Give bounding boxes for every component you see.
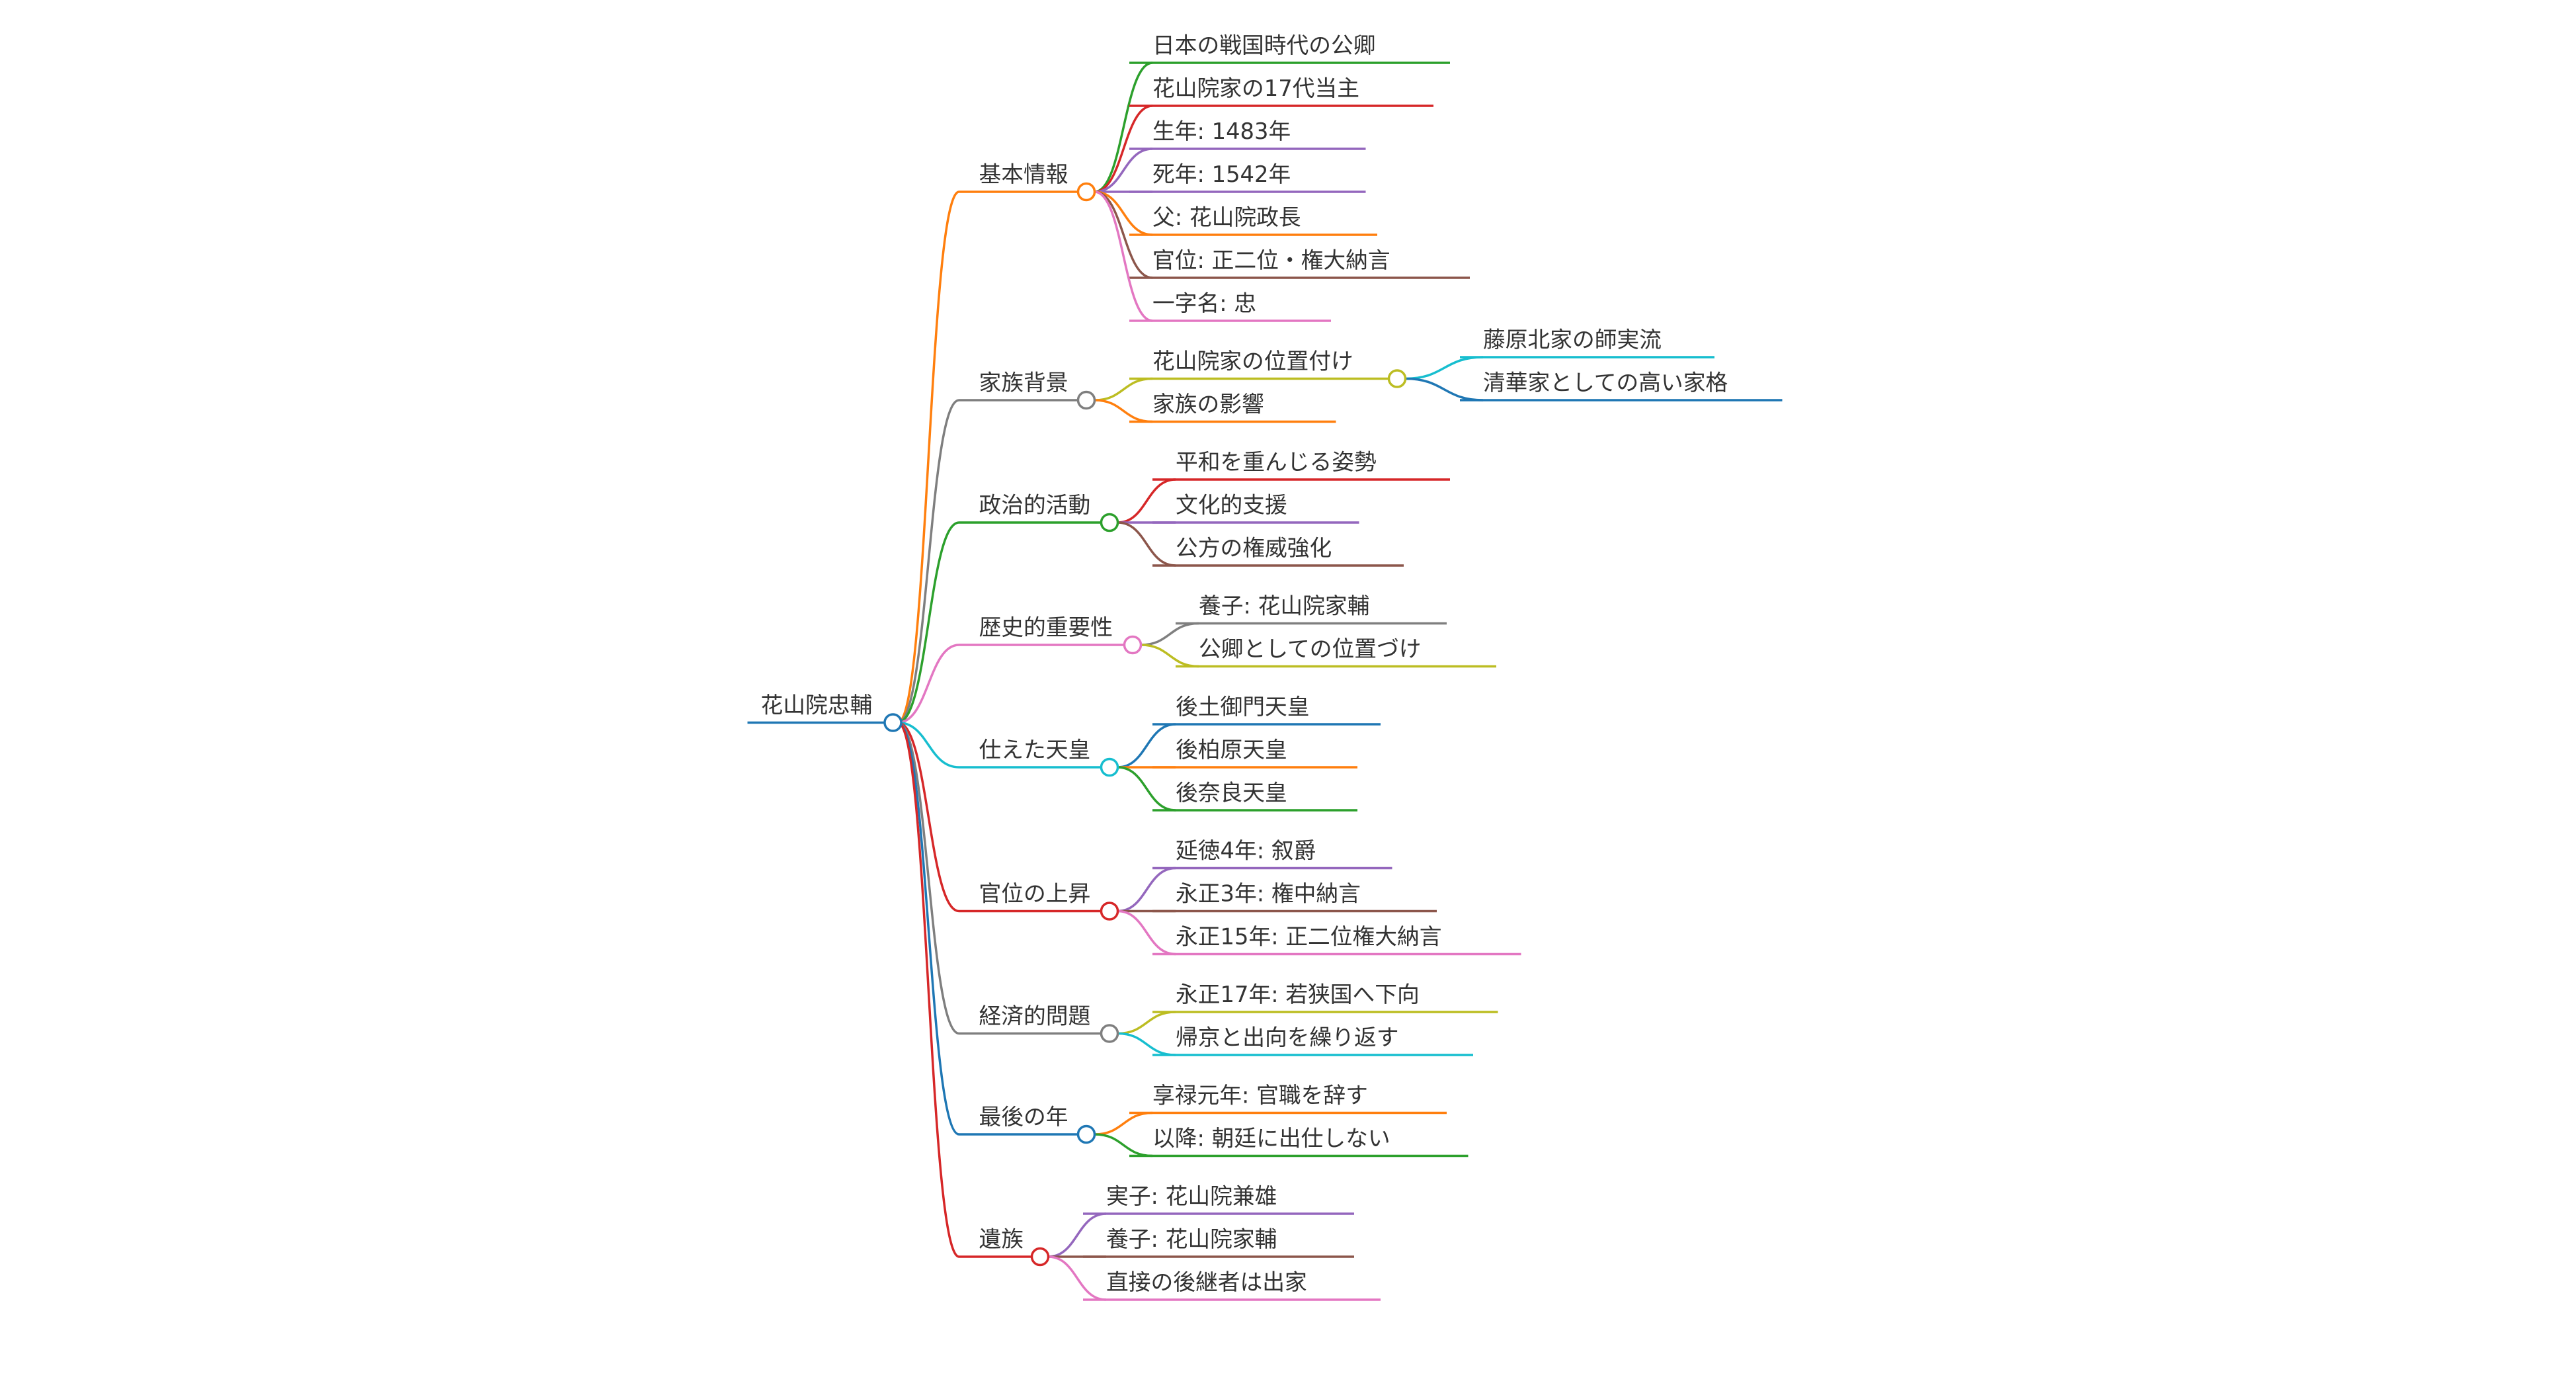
branch-label[interactable]: 官位の上昇 — [979, 881, 1091, 907]
leaf-connector — [1117, 1032, 1176, 1056]
leaf-connector — [1094, 399, 1153, 423]
leaf-connector — [1117, 478, 1176, 524]
leaf-label[interactable]: 直接の後継者は出家 — [1106, 1269, 1307, 1295]
branch-label[interactable]: 歴史的重要性 — [979, 614, 1113, 640]
branch-label[interactable]: 経済的問題 — [979, 1003, 1091, 1029]
leaf-label[interactable]: 以降: 朝廷に出仕しない — [1152, 1126, 1390, 1152]
leaf-connector — [1048, 1255, 1107, 1301]
leaf-connector — [1094, 190, 1153, 322]
leaf-label[interactable]: 享禄元年: 官職を辞す — [1152, 1083, 1368, 1109]
leaf-label[interactable]: 永正3年: 権中納言 — [1176, 881, 1361, 907]
leaf-connector — [1048, 1212, 1107, 1258]
leaf-label[interactable]: 公方の権威強化 — [1176, 535, 1332, 561]
root-node-circle[interactable] — [883, 713, 903, 732]
leaf-label[interactable]: 後柏原天皇 — [1176, 737, 1287, 763]
leaf-label[interactable]: 永正17年: 若狭国へ下向 — [1176, 982, 1420, 1007]
branch-connector — [897, 721, 960, 1258]
leaf-connector — [1117, 909, 1176, 956]
leaf-label[interactable]: 延徳4年: 叙爵 — [1176, 838, 1316, 864]
leaf-label[interactable]: 公卿としての位置づけ — [1199, 636, 1422, 662]
branch-node-circle[interactable] — [1076, 390, 1096, 410]
branch-node-circle[interactable] — [1100, 757, 1119, 777]
branch-connector — [897, 399, 960, 724]
leaf-node-circle[interactable] — [1387, 369, 1407, 388]
leaf-connector — [1117, 1011, 1176, 1035]
leaf-label[interactable]: 一字名: 忠 — [1152, 290, 1256, 316]
branch-connector — [897, 721, 960, 1136]
branch-label[interactable]: 基本情報 — [979, 161, 1068, 187]
branch-node-circle[interactable] — [1100, 902, 1119, 921]
leaf-connector — [1117, 521, 1176, 567]
branch-label[interactable]: 政治的活動 — [979, 492, 1091, 518]
leaf-connector — [1094, 190, 1153, 236]
subleaf-connector — [1405, 356, 1484, 380]
branch-label[interactable]: 仕えた天皇 — [979, 737, 1091, 763]
leaf-connector — [1117, 766, 1176, 812]
leaf-label[interactable]: 日本の戦国時代の公卿 — [1152, 32, 1376, 58]
leaf-label[interactable]: 永正15年: 正二位権大納言 — [1176, 924, 1442, 950]
leaf-connector — [1094, 62, 1153, 193]
leaf-label[interactable]: 文化的支援 — [1176, 492, 1287, 518]
mind-map-edges — [747, 62, 1783, 1301]
leaf-connector — [1094, 105, 1153, 193]
subleaf-label[interactable]: 清華家としての高い家格 — [1483, 370, 1728, 396]
subleaf-label[interactable]: 藤原北家の師実流 — [1483, 327, 1662, 353]
leaf-label[interactable]: 官位: 正二位・権大納言 — [1152, 247, 1390, 273]
branch-label[interactable]: 最後の年 — [979, 1104, 1068, 1130]
leaf-connector — [1141, 644, 1199, 668]
leaf-connector — [1094, 1111, 1153, 1136]
leaf-label[interactable]: 実子: 花山院兼雄 — [1106, 1183, 1277, 1209]
branch-label[interactable]: 遺族 — [979, 1226, 1024, 1252]
branch-node-circle[interactable] — [1030, 1247, 1050, 1267]
leaf-label[interactable]: 平和を重んじる姿勢 — [1176, 449, 1377, 475]
branch-node-circle[interactable] — [1076, 182, 1096, 202]
branch-connector — [897, 644, 959, 724]
root-label[interactable]: 花山院忠輔 — [761, 693, 873, 718]
branch-connector — [897, 721, 960, 1035]
branch-node-circle[interactable] — [1100, 513, 1119, 532]
branch-node-circle[interactable] — [1123, 635, 1143, 655]
leaf-label[interactable]: 花山院家の位置付け — [1152, 349, 1353, 374]
leaf-connector — [1094, 377, 1153, 401]
branch-label[interactable]: 家族背景 — [979, 370, 1068, 396]
branch-connector — [897, 521, 959, 724]
branch-connector — [897, 721, 959, 769]
leaf-label[interactable]: 花山院家の17代当主 — [1152, 75, 1359, 101]
leaf-label[interactable]: 家族の影響 — [1152, 392, 1264, 417]
branch-node-circle[interactable] — [1076, 1124, 1096, 1144]
leaf-label[interactable]: 生年: 1483年 — [1152, 118, 1291, 144]
leaf-connector — [1094, 1133, 1153, 1158]
leaf-label[interactable]: 後土御門天皇 — [1176, 694, 1310, 720]
leaf-connector — [1094, 147, 1153, 193]
subleaf-connector — [1405, 377, 1484, 401]
branch-node-circle[interactable] — [1100, 1024, 1119, 1043]
leaf-label[interactable]: 後奈良天皇 — [1176, 780, 1287, 806]
leaf-connector — [1117, 723, 1176, 769]
leaf-label[interactable]: 死年: 1542年 — [1152, 161, 1291, 187]
leaf-connector — [1141, 622, 1199, 646]
leaf-label[interactable]: 父: 花山院政長 — [1152, 204, 1301, 230]
branch-connector — [897, 190, 960, 724]
leaf-label[interactable]: 養子: 花山院家輔 — [1199, 593, 1369, 619]
leaf-label[interactable]: 帰京と出向を繰り返す — [1176, 1025, 1399, 1050]
leaf-label[interactable]: 養子: 花山院家輔 — [1106, 1226, 1277, 1252]
branch-connector — [897, 721, 959, 913]
leaf-connector — [1117, 866, 1176, 913]
